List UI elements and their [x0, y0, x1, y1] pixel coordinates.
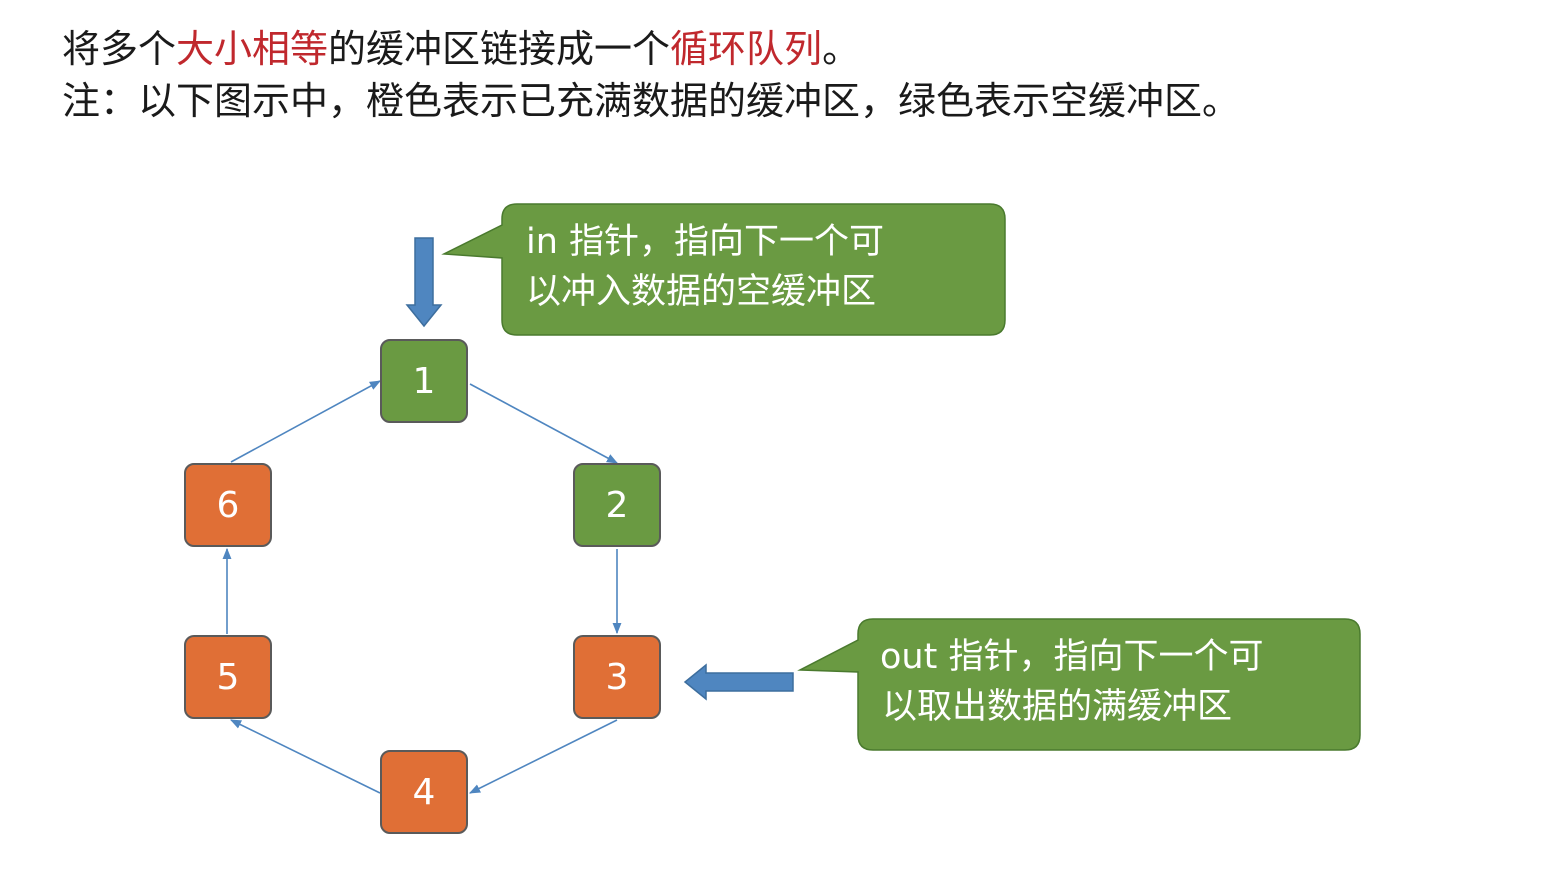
out-pointer-callout: [797, 618, 1361, 751]
in-pointer-arrow: [405, 237, 443, 328]
in-pointer-callout: [441, 203, 1006, 336]
heading-highlight-equal-size: 大小相等: [176, 27, 329, 71]
buffer-node-5: 5: [184, 635, 272, 719]
in-pointer-text-line-1: in 指针，指向下一个可: [526, 222, 885, 262]
out-pointer-text-line-2: 以取出数据的满缓冲区: [882, 687, 1233, 727]
ring-arrow-6-to-1: [230, 380, 381, 463]
out-pointer-text-line-1: out 指针，指向下一个可: [880, 637, 1264, 677]
buffer-node-3: 3: [573, 635, 661, 719]
out-pointer-arrow: [683, 663, 794, 701]
heading-line-1: 将多个大小相等的缓冲区链接成一个循环队列。: [62, 24, 860, 74]
ring-arrow-1-to-2: [469, 383, 618, 464]
ring-arrow-4-to-5: [229, 719, 381, 794]
heading-note: 注：以下图示中，橙色表示已充满数据的缓冲区，绿色表示空缓冲区。: [62, 79, 1241, 123]
heading-text-1: 将多个: [62, 27, 177, 71]
buffer-node-1: 1: [380, 339, 468, 423]
buffer-node-2: 2: [573, 463, 661, 547]
buffer-node-4: 4: [380, 750, 468, 834]
heading-text-2: 的缓冲区链接成一个: [328, 27, 671, 71]
in-pointer-text-line-2: 以冲入数据的空缓冲区: [526, 272, 877, 312]
buffer-node-6: 6: [184, 463, 272, 547]
heading-highlight-circular-queue: 循环队列: [670, 27, 823, 71]
heading-text-3: 。: [822, 27, 861, 71]
ring-arrow-3-to-4: [468, 719, 618, 794]
